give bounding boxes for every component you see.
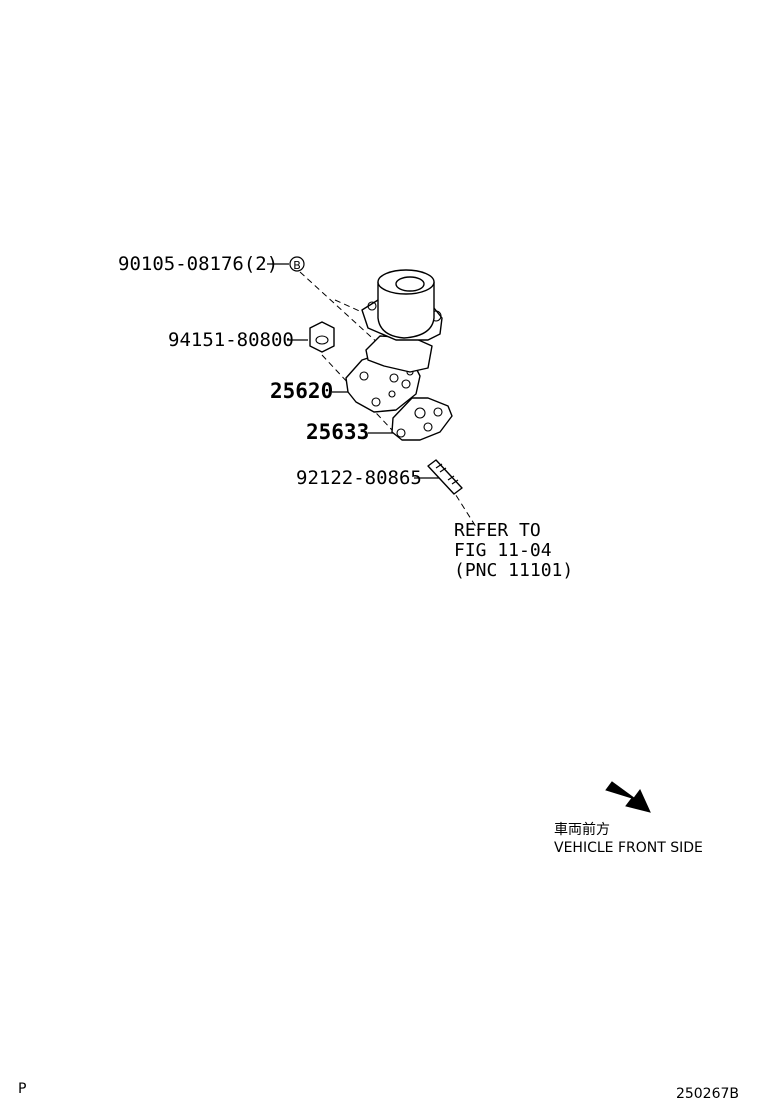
nut-body: [309, 321, 335, 353]
stud-thread: [435, 463, 443, 469]
refer-line-2[interactable]: FIG 11-04: [454, 540, 552, 561]
gasket-hole: [414, 407, 426, 419]
vehicle-front-arrow-icon: [605, 781, 651, 813]
part-label-bolt[interactable]: 90105-08176(2): [118, 253, 278, 275]
nut-illustration: [309, 321, 335, 353]
part-label-nut[interactable]: 94151-80800: [168, 329, 294, 351]
actuator-cap: [395, 276, 425, 292]
stud-thread: [451, 479, 459, 485]
actuator-body: [377, 281, 435, 339]
gasket-hole: [433, 407, 443, 417]
diagram-id: 250267B: [676, 1086, 739, 1102]
stud-body: [427, 459, 463, 495]
vehicle-front-label-en: VEHICLE FRONT SIDE: [554, 840, 703, 856]
flange-hole: [401, 379, 411, 389]
flange-hole: [371, 397, 381, 407]
refer-line-3: (PNC 11101): [454, 560, 573, 581]
gasket-hole: [423, 422, 433, 432]
stud-thread: [447, 475, 455, 481]
part-label-stud[interactable]: 92122-80865: [296, 467, 422, 489]
arrow-shape: [605, 781, 651, 813]
mount-hole: [367, 301, 377, 311]
gasket-hole: [396, 428, 406, 438]
vehicle-front-label-jp: 車両前方: [554, 821, 610, 838]
stud-thread: [439, 467, 447, 473]
part-label-egr-valve[interactable]: 25620: [270, 379, 333, 403]
dash-line-bolt-2: [334, 299, 376, 319]
flange-hole: [388, 390, 396, 398]
marker-b-letter: B: [293, 259, 301, 272]
flange-hole: [359, 371, 369, 381]
egr-valve-illustration: [345, 269, 453, 441]
refer-line-1: REFER TO: [454, 520, 541, 541]
marker-b-icon: B: [289, 256, 305, 272]
part-label-gasket[interactable]: 25633: [306, 420, 369, 444]
footer-code: P: [18, 1081, 26, 1097]
flange-hole: [389, 373, 399, 383]
stud-illustration: [427, 459, 463, 495]
nut-bore: [315, 335, 329, 345]
